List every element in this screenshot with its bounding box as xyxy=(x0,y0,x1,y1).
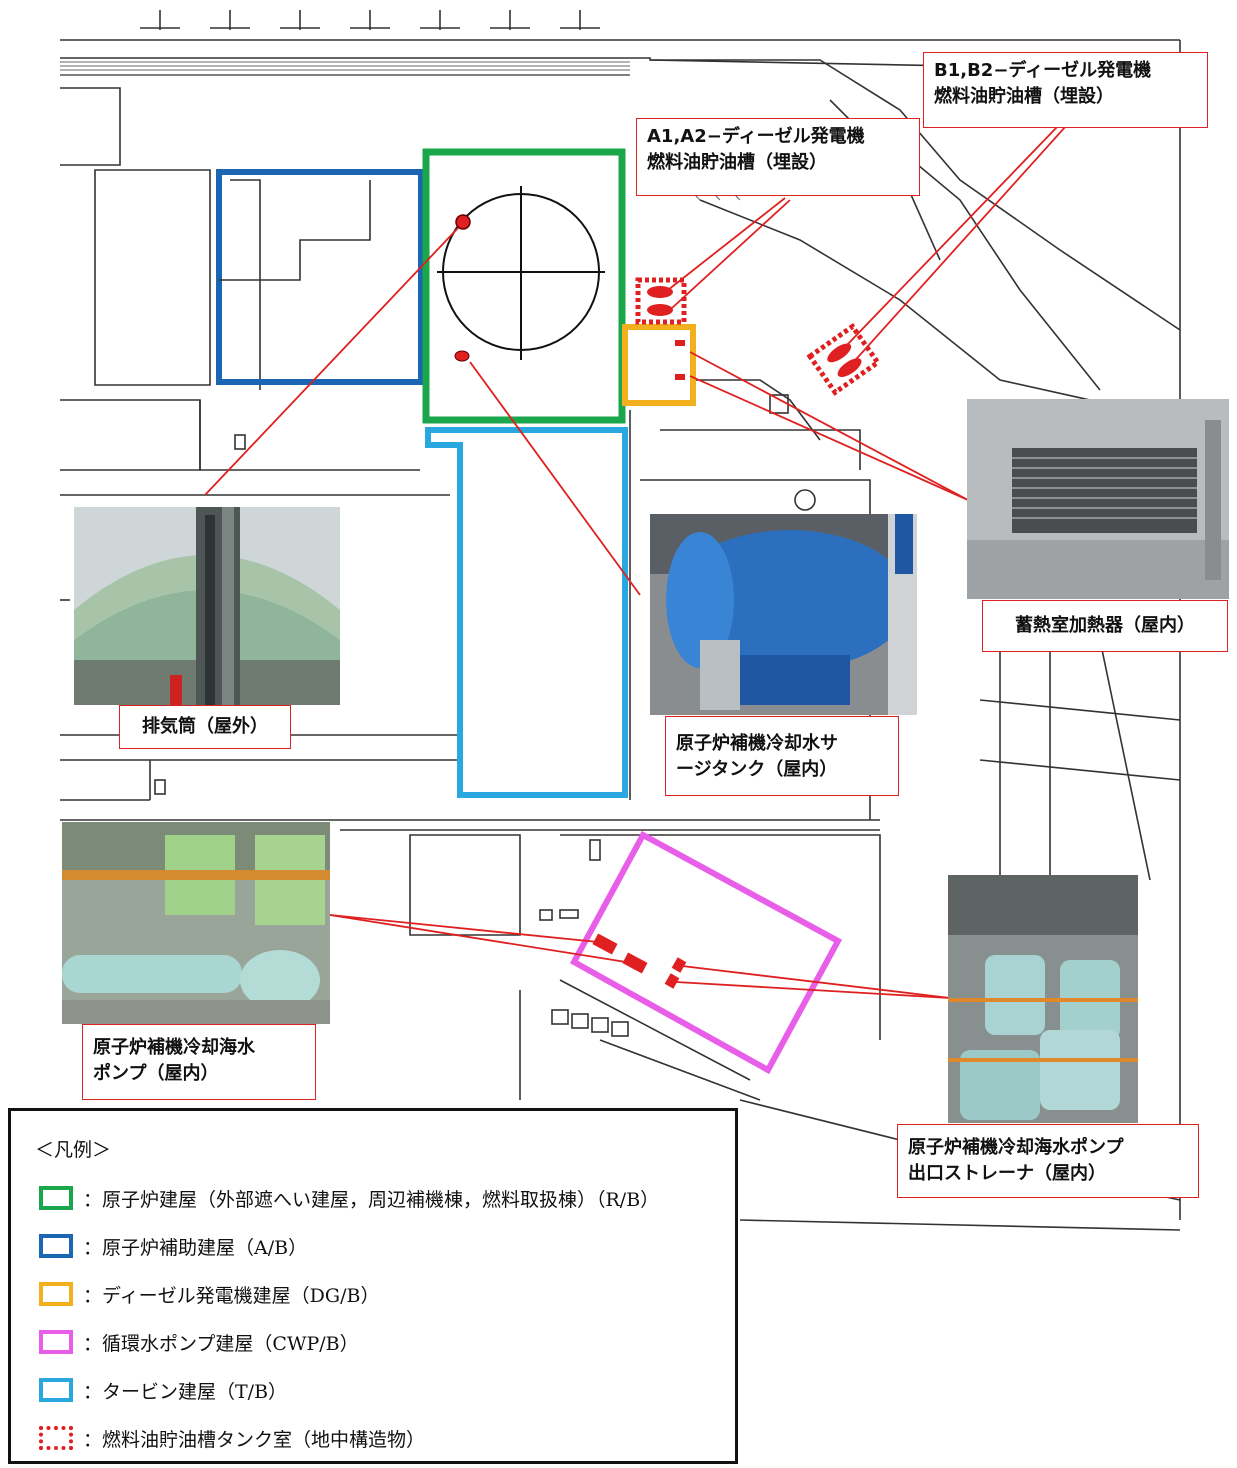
a-tank-1 xyxy=(647,286,673,298)
legend-label: ：ディーゼル発電機建屋（DG/B） xyxy=(83,1284,380,1307)
legend-swatch-magenta xyxy=(39,1330,73,1354)
strainer-marker-1 xyxy=(671,957,687,973)
b-tank-2 xyxy=(837,358,862,378)
aux-building-inner-lines xyxy=(219,180,371,281)
legend-swatch-green xyxy=(39,1186,73,1210)
stack-marker xyxy=(455,214,471,230)
legend-item-tank-room: ：燃料油貯油槽タンク室（地中構造物） xyxy=(39,1421,425,1455)
site-background-lines xyxy=(60,10,1181,1231)
legend-label: ：燃料油貯油槽タンク室（地中構造物） xyxy=(83,1428,426,1451)
sw-pump-photo xyxy=(62,822,330,1024)
legend-label: ：原子炉建屋（外部遮へい建屋，周辺補機棟，燃料取扱棟）（R/B） xyxy=(83,1188,660,1211)
legend-swatch-lightblue xyxy=(39,1378,73,1402)
reactor-crosshair xyxy=(437,186,605,360)
legend-swatch-orange xyxy=(39,1282,73,1306)
b-tank-callout: B1,B2−ディーゼル発電機 燃料油貯油槽（埋設） xyxy=(923,52,1208,128)
sw-pump-callout: 原子炉補機冷却海水 ポンプ（屋内） xyxy=(82,1024,316,1100)
a-tank-callout: A1,A2−ディーゼル発電機 燃料油貯油槽（埋設） xyxy=(636,118,920,196)
cwp-building-outline xyxy=(569,830,843,1075)
strainer-photo xyxy=(948,875,1138,1123)
heater-marker-1 xyxy=(675,340,685,346)
stack-callout: 排気筒（屋外） xyxy=(119,705,291,749)
aux-building-outline xyxy=(216,169,424,385)
heater-photo xyxy=(967,399,1229,599)
b-tank-room xyxy=(806,323,882,396)
strainer-callout: 原子炉補機冷却海水ポンプ 出口ストレーナ（屋内） xyxy=(897,1124,1199,1198)
legend-swatch-blue xyxy=(39,1234,73,1258)
reactor-building-outline xyxy=(422,148,626,424)
legend-item-turbine: ：タービン建屋（T/B） xyxy=(39,1373,287,1407)
surge-tank-callout: 原子炉補機冷却水サ ージタンク（屋内） xyxy=(665,716,899,796)
legend-label: ：タービン建屋（T/B） xyxy=(83,1380,288,1403)
a-tank-room xyxy=(635,277,687,325)
legend-label: ：原子炉補助建屋（A/B） xyxy=(83,1236,308,1259)
strainer-marker-2 xyxy=(664,973,680,989)
a-tank-2 xyxy=(647,304,673,316)
dg-building-outline xyxy=(622,324,696,406)
surge-tank-marker xyxy=(454,350,470,362)
legend-label: ：循環水ポンプ建屋（CWP/B） xyxy=(83,1332,359,1355)
leader-arrows xyxy=(204,125,1067,999)
stack-photo xyxy=(74,507,340,705)
b-tank-1 xyxy=(827,343,852,363)
pump-marker-2 xyxy=(622,952,648,974)
heater-callout: 蓄熱室加熱器（屋内） xyxy=(982,600,1228,652)
heater-marker-2 xyxy=(675,374,685,380)
pump-marker-1 xyxy=(592,933,618,955)
legend-item-reactor: ：原子炉建屋（外部遮へい建屋，周辺補機棟，燃料取扱棟）（R/B） xyxy=(39,1181,659,1215)
legend-item-cwp: ：循環水ポンプ建屋（CWP/B） xyxy=(39,1325,359,1359)
surge-tank-photo xyxy=(650,514,917,715)
legend-title: ＜凡例＞ xyxy=(35,1139,112,1161)
legend-item-dg: ：ディーゼル発電機建屋（DG/B） xyxy=(39,1277,379,1311)
legend-item-aux: ：原子炉補助建屋（A/B） xyxy=(39,1229,307,1263)
legend-swatch-red-dotted xyxy=(39,1426,73,1450)
legend-box: ＜凡例＞ ：原子炉建屋（外部遮へい建屋，周辺補機棟，燃料取扱棟）（R/B） ：原… xyxy=(8,1108,738,1464)
turbine-building-outline xyxy=(425,427,628,798)
